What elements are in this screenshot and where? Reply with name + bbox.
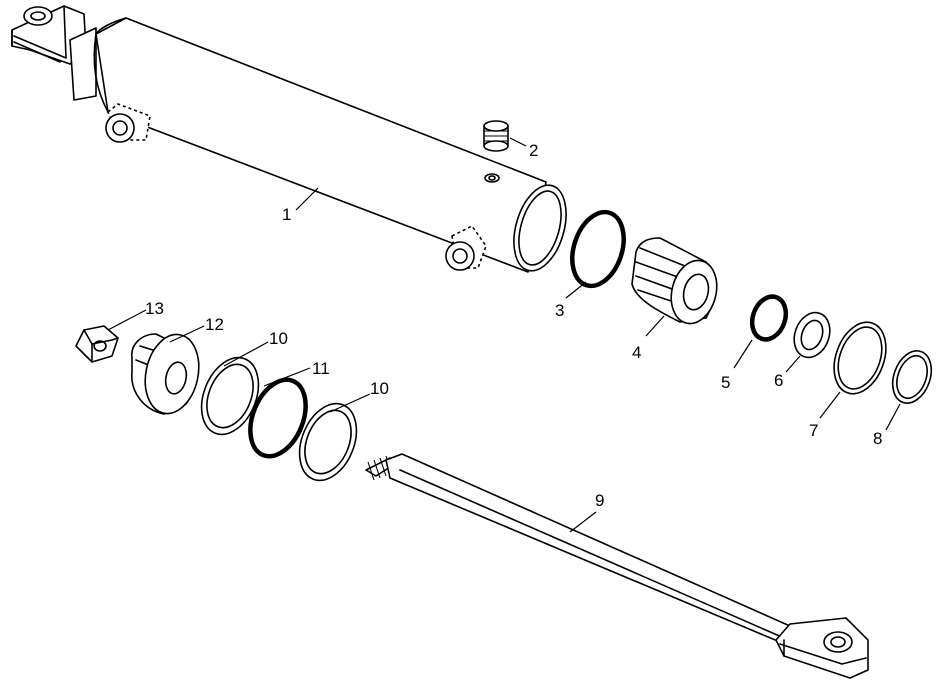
callout-2: 2 <box>529 141 538 160</box>
leader-lines <box>107 137 901 533</box>
callout-10-lower: 10 <box>370 379 389 398</box>
backup-ring-10-lower <box>298 402 358 482</box>
callout-11: 11 <box>312 359 330 378</box>
callout-7: 7 <box>809 421 818 440</box>
callout-3: 3 <box>555 301 564 320</box>
ring-7 <box>833 321 887 395</box>
callout-6: 6 <box>774 371 783 390</box>
o-ring-3 <box>570 209 626 289</box>
callout-13: 13 <box>145 299 164 318</box>
callout-5: 5 <box>721 373 730 392</box>
callout-8: 8 <box>873 429 882 448</box>
o-ring-5 <box>749 294 789 342</box>
callout-9: 9 <box>595 491 604 510</box>
callout-1: 1 <box>282 205 291 224</box>
callout-10-upper: 10 <box>269 329 288 348</box>
o-ring-11 <box>248 377 308 459</box>
cylinder-barrel <box>11 5 567 273</box>
ring-8 <box>891 350 933 404</box>
callout-12: 12 <box>205 315 224 334</box>
callout-4: 4 <box>632 343 641 362</box>
threaded-plug <box>483 120 509 152</box>
washer-6 <box>793 311 831 359</box>
piston-rod <box>365 453 869 679</box>
hex-nut <box>75 325 119 363</box>
gland-head <box>131 333 200 415</box>
piston <box>631 237 718 325</box>
